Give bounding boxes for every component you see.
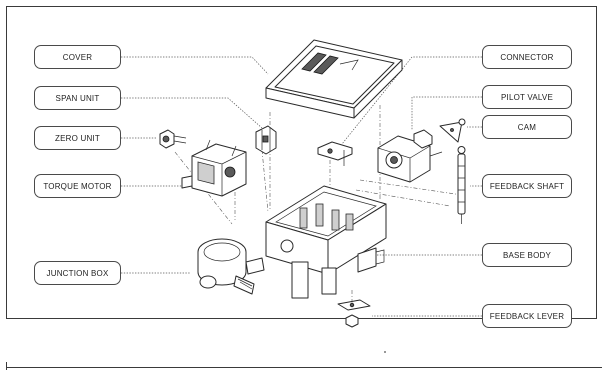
- diagram-frame: [6, 6, 597, 319]
- label-span-unit: SPAN UNIT: [34, 86, 121, 110]
- label-torque-motor: TORQUE MOTOR: [34, 174, 121, 198]
- label-cover: COVER: [34, 45, 121, 69]
- pilot-valve-part: [377, 129, 443, 183]
- base-body-part: [265, 185, 387, 299]
- bottom-tick: [6, 362, 7, 370]
- torque-motor-part: [181, 139, 247, 197]
- label-cam: CAM: [482, 115, 572, 139]
- span-unit-part: [255, 125, 277, 155]
- cam-part: [439, 118, 466, 143]
- label-feedback-lever: FEEDBACK LEVER: [482, 304, 572, 328]
- feedback-lever-part: [337, 299, 371, 328]
- junction-box-part: [197, 238, 265, 295]
- feedback-shaft-part: [457, 146, 466, 224]
- label-feedback-shaft: FEEDBACK SHAFT: [482, 174, 572, 198]
- bottom-rule: [6, 367, 602, 368]
- label-zero-unit: ZERO UNIT: [34, 126, 121, 150]
- zero-unit-part: [159, 129, 187, 149]
- label-pilot-valve: PILOT VALVE: [482, 85, 572, 109]
- connector-part: [317, 141, 353, 166]
- label-junction-box: JUNCTION BOX: [34, 261, 121, 285]
- cover-part: [265, 39, 403, 119]
- label-connector: CONNECTOR: [482, 45, 572, 69]
- scan-speck: [384, 351, 386, 353]
- label-base-body: BASE BODY: [482, 243, 572, 267]
- leader-lines: [121, 56, 482, 317]
